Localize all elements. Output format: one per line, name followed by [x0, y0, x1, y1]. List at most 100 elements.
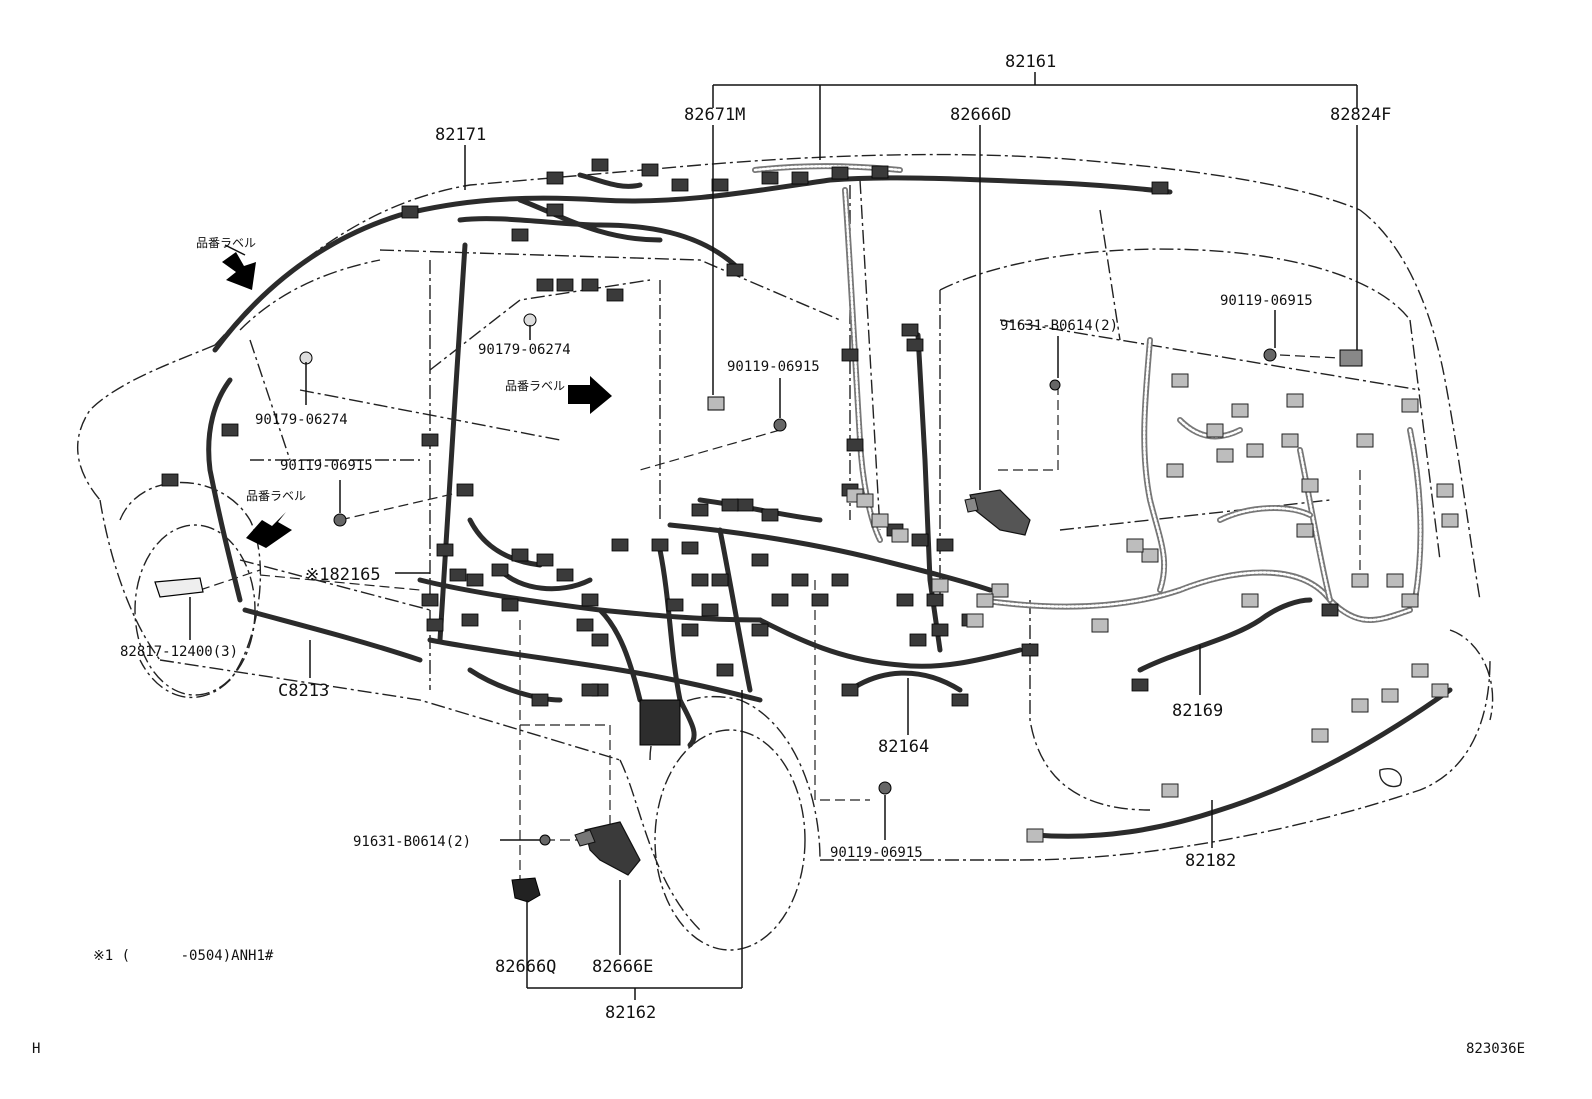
clip-82666Q: [511, 877, 541, 903]
connector: [1386, 573, 1404, 588]
bracket-82666D: [964, 489, 1031, 536]
label-82164: 82164: [878, 737, 929, 757]
connector: [161, 473, 179, 487]
bracket-82666E: [574, 821, 641, 876]
harness-82164: [847, 670, 963, 693]
part-number-labels: 82161 82671M 82666D 82824F 82171 90119-0…: [120, 52, 1391, 1023]
label-90119-06915-c: 90119-06915: [280, 458, 373, 474]
connector: [1401, 593, 1419, 608]
connector: [1356, 433, 1374, 448]
connector: [831, 573, 849, 587]
connector: [681, 541, 699, 555]
connector: [221, 423, 239, 437]
connector: [691, 503, 709, 517]
mark-label-left: 品番ラベル: [246, 489, 306, 503]
connector: [536, 553, 554, 567]
harness-82171: [212, 172, 1173, 353]
connector: [1351, 573, 1369, 588]
connector: [491, 563, 509, 577]
reference-lines: [199, 354, 1361, 880]
connector: [1091, 618, 1109, 633]
connector: [511, 228, 529, 242]
label-90119-06915-d: 90119-06915: [830, 845, 923, 861]
connector: [576, 618, 594, 632]
label-82171: 82171: [435, 125, 486, 145]
connector: [1021, 643, 1039, 657]
connector: [716, 663, 734, 677]
connector: [856, 493, 874, 508]
connector: [1216, 448, 1234, 463]
label-90179-06274-a: 90179-06274: [478, 342, 571, 358]
connector: [651, 538, 669, 552]
connector: [581, 278, 599, 292]
connector: [931, 578, 949, 593]
connector: [681, 623, 699, 637]
connector: [426, 618, 444, 632]
connector: [546, 171, 564, 185]
connector: [911, 533, 929, 547]
connector: [991, 583, 1009, 598]
label-82666D: 82666D: [950, 105, 1011, 125]
harness-82182: [1032, 687, 1453, 839]
connector: [1321, 603, 1339, 617]
connector: [1131, 678, 1149, 692]
connector: [701, 603, 719, 617]
connector: [871, 165, 889, 179]
label-90119-06915-b: 90119-06915: [727, 359, 820, 375]
connector: [546, 203, 564, 217]
connector: [1311, 728, 1329, 743]
connector: [901, 323, 919, 337]
connector: [726, 263, 744, 277]
connector: [556, 568, 574, 582]
connector: [1401, 398, 1419, 413]
connector: [1436, 483, 1454, 498]
connector: [1431, 683, 1449, 698]
label-90179-06274-b: 90179-06274: [255, 412, 348, 428]
connector: [641, 163, 659, 177]
connector: [581, 593, 599, 607]
connector: [906, 338, 924, 352]
connector: [606, 288, 624, 302]
connector: [841, 348, 859, 362]
connector: [591, 158, 609, 172]
label-82182: 82182: [1185, 851, 1236, 871]
connector: [1241, 593, 1259, 608]
connector: [936, 538, 954, 552]
connector: [811, 593, 829, 607]
connector: [421, 433, 439, 447]
connector: [436, 543, 454, 557]
connector: [1151, 181, 1169, 195]
connector: [556, 278, 574, 292]
label-arrow-mid: [568, 376, 612, 414]
part-number-label-marks: 品番ラベル 品番ラベル 品番ラベル: [196, 236, 565, 503]
connector: [951, 693, 969, 707]
connector: [771, 593, 789, 607]
connector: [1296, 523, 1314, 538]
connector: [1231, 403, 1249, 418]
label-82169: 82169: [1172, 701, 1223, 721]
connector: [591, 633, 609, 647]
connector: [871, 513, 889, 528]
connector: [891, 528, 909, 543]
connector: [466, 573, 484, 587]
drawing-code: 823036E: [1466, 1041, 1525, 1057]
connector: [501, 598, 519, 612]
connector: [711, 178, 729, 192]
connector: [531, 693, 549, 707]
connector: [1351, 698, 1369, 713]
connector: [791, 171, 809, 185]
connector: [401, 205, 419, 219]
label-82817-12400: 82817-12400(3): [120, 644, 238, 660]
connector: [896, 593, 914, 607]
connector: [691, 573, 709, 587]
connector: [581, 683, 599, 697]
relay-block: [639, 699, 681, 746]
connector: [449, 568, 467, 582]
label-plate-82817: [154, 577, 204, 598]
connector: [711, 573, 729, 587]
label-82671M: 82671M: [684, 105, 745, 125]
connector: [666, 598, 684, 612]
footnote: ※1 ( -0504)ANH1#: [93, 948, 274, 964]
